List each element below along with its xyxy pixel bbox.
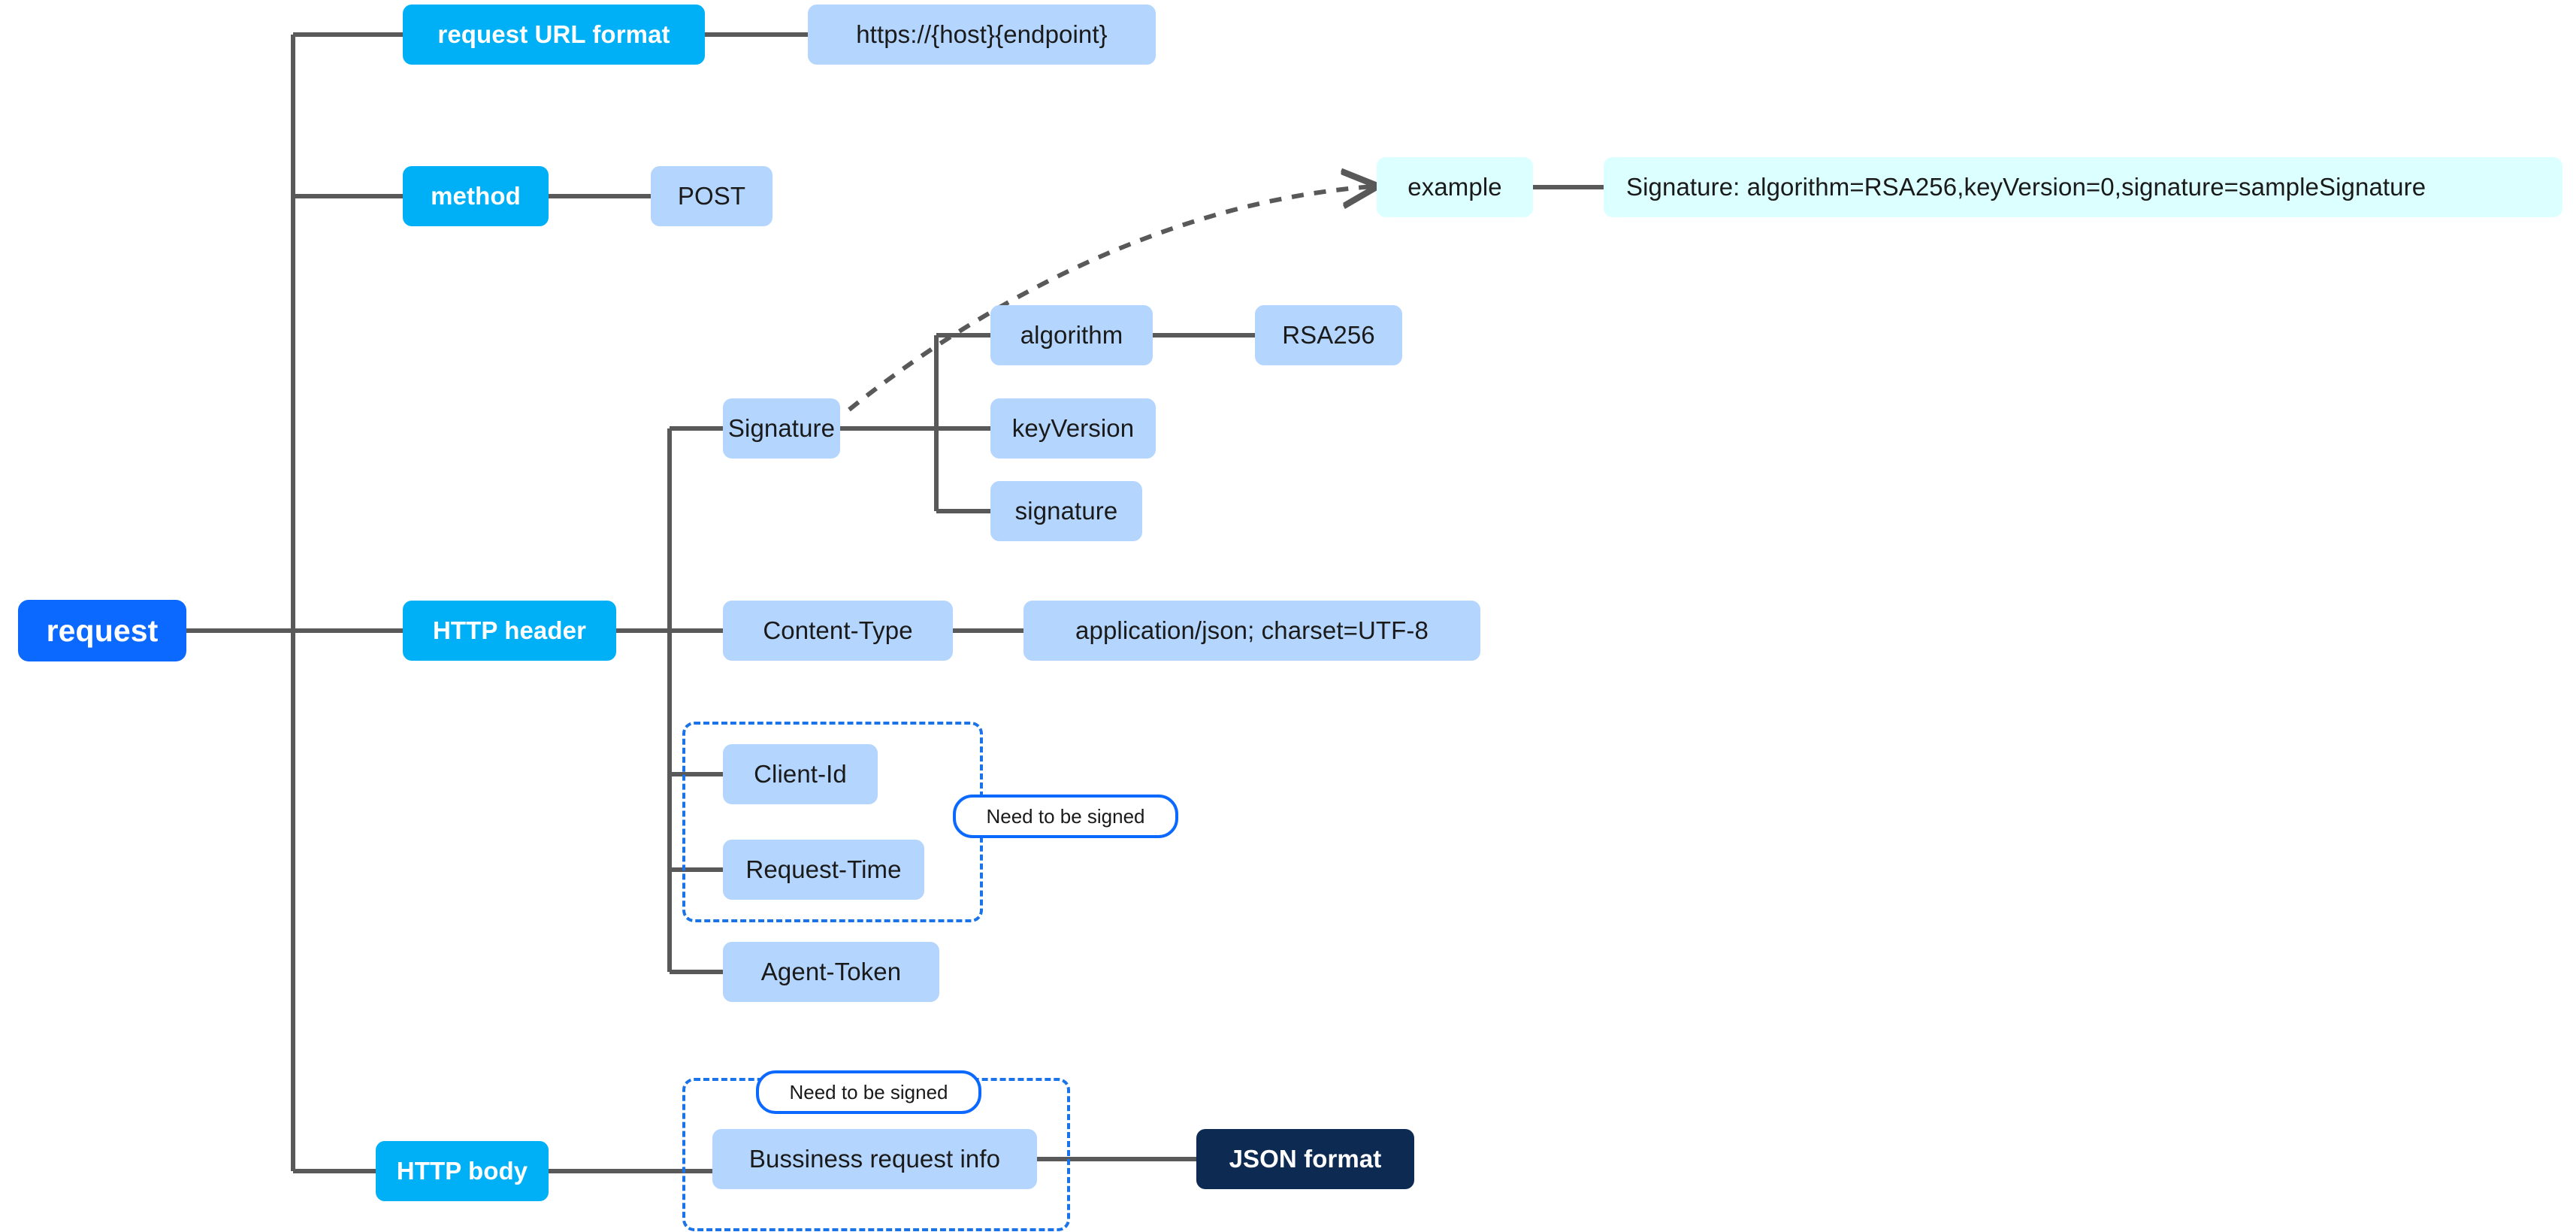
node-label: algorithm [1020, 321, 1123, 349]
node-json-format[interactable]: JSON format [1196, 1129, 1414, 1189]
node-label: JSON format [1229, 1145, 1382, 1173]
node-example[interactable]: example [1377, 157, 1533, 217]
node-label: Request-Time [745, 855, 902, 883]
node-algorithm-value[interactable]: RSA256 [1255, 305, 1402, 365]
node-label: https://{host}{endpoint} [856, 20, 1108, 48]
node-content-type-value[interactable]: application/json; charset=UTF-8 [1023, 601, 1480, 661]
node-label: HTTP header [432, 616, 587, 644]
node-request[interactable]: request [18, 600, 186, 661]
node-algorithm[interactable]: algorithm [990, 305, 1153, 365]
node-key-version[interactable]: keyVersion [990, 398, 1156, 459]
node-business-request-info[interactable]: Bussiness request info [712, 1129, 1037, 1189]
node-label: Signature: algorithm=RSA256,keyVersion=0… [1626, 173, 2426, 201]
node-http-body[interactable]: HTTP body [376, 1141, 549, 1201]
annotation-label: Need to be signed [789, 1080, 948, 1103]
node-label: POST [677, 182, 746, 210]
node-label: request URL format [437, 20, 670, 48]
node-http-header[interactable]: HTTP header [403, 601, 616, 661]
node-example-value[interactable]: Signature: algorithm=RSA256,keyVersion=0… [1604, 157, 2562, 217]
node-label: keyVersion [1011, 414, 1135, 442]
annotation-need-to-be-signed-header[interactable]: Need to be signed [953, 795, 1178, 838]
node-method[interactable]: method [403, 166, 549, 226]
node-request-url-value[interactable]: https://{host}{endpoint} [808, 5, 1156, 65]
node-request-time[interactable]: Request-Time [723, 840, 924, 900]
node-request-url-format[interactable]: request URL format [403, 5, 705, 65]
node-label: Content-Type [763, 616, 913, 644]
node-label: example [1407, 173, 1502, 201]
node-content-type[interactable]: Content-Type [723, 601, 953, 661]
node-method-value[interactable]: POST [651, 166, 772, 226]
node-label: method [431, 182, 521, 210]
annotation-label: Need to be signed [986, 804, 1145, 828]
node-label: Bussiness request info [748, 1145, 1001, 1173]
node-label: RSA256 [1282, 321, 1375, 349]
node-label: signature [1014, 497, 1118, 525]
node-signature[interactable]: Signature [723, 398, 840, 459]
node-signature-field[interactable]: signature [990, 481, 1142, 541]
node-label: Signature [727, 414, 836, 442]
annotation-need-to-be-signed-body[interactable]: Need to be signed [756, 1070, 981, 1114]
node-label: application/json; charset=UTF-8 [1075, 616, 1429, 644]
node-label: HTTP body [396, 1157, 528, 1185]
node-label: Agent-Token [760, 958, 902, 985]
node-label: request [46, 613, 159, 648]
node-label: Client-Id [754, 760, 847, 788]
node-client-id[interactable]: Client-Id [723, 744, 878, 804]
node-agent-token[interactable]: Agent-Token [723, 942, 939, 1002]
